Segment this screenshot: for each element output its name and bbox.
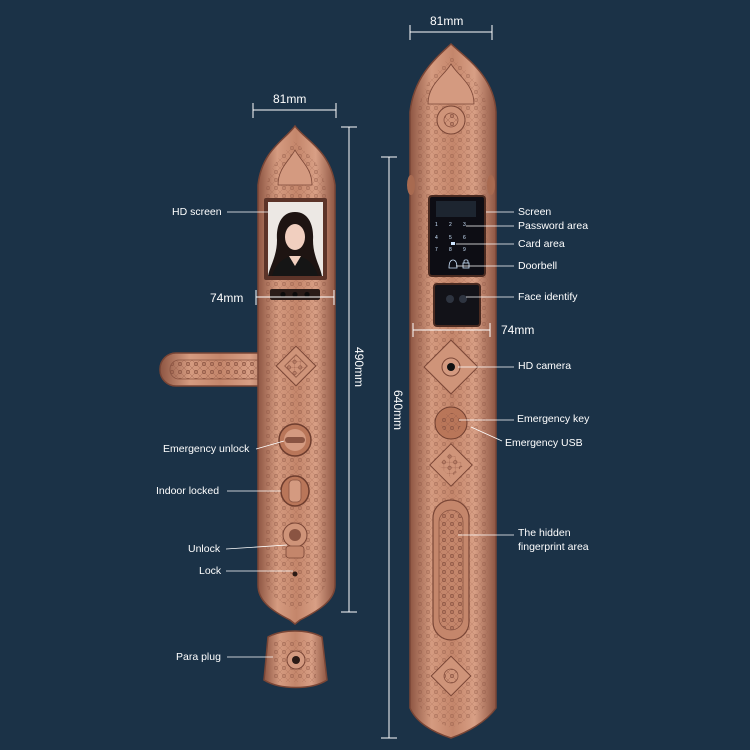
keypad-key: 2	[449, 222, 452, 228]
keypad-key: 7	[435, 247, 438, 253]
dim-large-width-mid: 74mm	[501, 323, 535, 337]
label-lock: Lock	[199, 565, 222, 577]
label-para-plug: Para plug	[176, 651, 221, 663]
keypad-key: 3	[463, 222, 466, 228]
label-password-area: Password area	[518, 220, 589, 232]
label-hidden-fingerprint-line2: fingerprint area	[518, 541, 589, 553]
dim-large-width-top: 81mm	[430, 14, 464, 28]
dim-small-width-mid: 74mm	[210, 291, 244, 305]
keypad-key: 5	[449, 235, 452, 241]
keypad-key: 6	[463, 235, 466, 241]
label-face-identify: Face identify	[518, 291, 578, 303]
dim-small-height: 490mm	[352, 347, 366, 388]
label-emergency-key: Emergency key	[517, 413, 590, 425]
lock-key-icon	[462, 259, 470, 269]
dim-small-width-top: 81mm	[273, 92, 307, 106]
label-indoor-locked: Indoor locked	[156, 485, 220, 497]
label-emergency-usb: Emergency USB	[505, 437, 583, 449]
keypad-key: 1	[435, 222, 438, 228]
label-hd-camera: HD camera	[518, 360, 572, 372]
doorbell-icon	[448, 259, 458, 269]
card-reader-icon	[451, 242, 455, 245]
label-card-area: Card area	[518, 238, 565, 250]
label-hidden-fingerprint-line1: The hidden	[518, 527, 571, 539]
small-lock-body	[257, 124, 336, 625]
keypad-key: 4	[435, 235, 438, 241]
label-doorbell: Doorbell	[518, 260, 558, 272]
label-screen: Screen	[518, 206, 552, 218]
keypad-key: 9	[463, 247, 466, 253]
large-lock-body	[407, 42, 497, 739]
label-hd-screen: HD screen	[172, 206, 222, 218]
dimension-lines	[252, 25, 493, 739]
dim-large-height: 640mm	[391, 390, 405, 431]
leader-lines	[225, 211, 514, 658]
label-unlock: Unlock	[188, 543, 221, 555]
label-emergency-unlock: Emergency unlock	[163, 443, 250, 455]
para-plug	[263, 630, 328, 689]
keypad-key: 8	[449, 247, 452, 253]
